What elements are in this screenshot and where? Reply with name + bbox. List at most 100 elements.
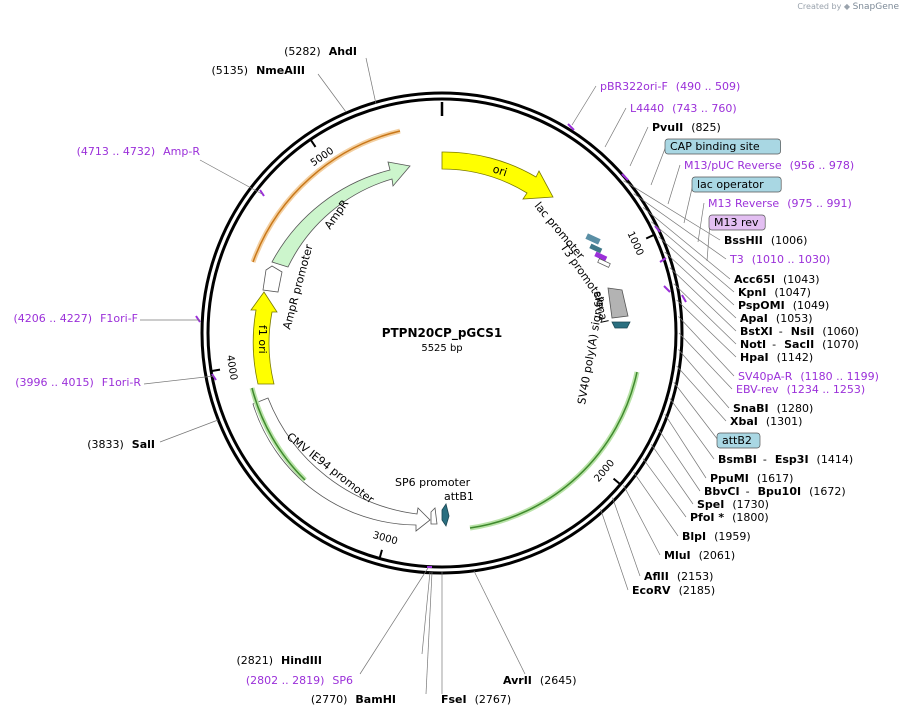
leader-line <box>651 221 735 293</box>
site-label-part: MluI <box>664 549 691 562</box>
site-label-text: (3996 .. 4015)F1ori-R <box>15 376 141 389</box>
site-label: (2802 .. 2819)SP6 <box>246 674 353 687</box>
leader-line <box>658 429 701 492</box>
site-label-part: T3 <box>729 253 744 266</box>
site-label: BsmBI-Esp3I(1414) <box>718 453 853 466</box>
site-label-part: AhdI <box>329 45 357 58</box>
site-label-part: (5135) <box>212 64 249 77</box>
site-label-text: SpeI(1730) <box>697 498 769 511</box>
site-label-part: SpeI <box>697 498 724 511</box>
site-label: (5282)AhdI <box>284 45 357 58</box>
site-label: (4206 .. 4227) F1ori-F <box>14 312 139 325</box>
site-label-part: FseI <box>441 693 467 706</box>
site-label: BlpI (1959) <box>682 530 751 543</box>
site-label-part: (1049) <box>793 299 830 312</box>
site-label: pBR322ori-F(490 .. 509) <box>600 80 740 93</box>
site-label-text: NotI-SacII(1070) <box>740 338 859 351</box>
site-label-part: F1ori-F <box>100 312 138 325</box>
site-label: (3996 .. 4015)F1ori-R <box>15 376 141 389</box>
leader-line <box>633 472 679 537</box>
tick-mark <box>612 477 622 486</box>
site-label-part: (1301) <box>766 415 803 428</box>
site-label-part: BstXI <box>740 325 773 338</box>
site-label-text: pBR322ori-F(490 .. 509) <box>600 80 740 93</box>
t3-mark <box>594 251 608 262</box>
site-label-part: (2185) <box>679 584 716 597</box>
site-labels: BssHII(1006)T3(1010 .. 1030)Acc65I(1043)… <box>14 45 879 706</box>
site-label-part: - <box>763 453 767 466</box>
site-label: L4440 (743 .. 760) <box>630 102 737 115</box>
f1-ori-arrow <box>250 291 278 385</box>
site-label-part: (1234 .. 1253) <box>787 383 866 396</box>
leader-line <box>678 332 733 390</box>
site-label-text: SnaBI (1280) <box>733 402 813 415</box>
site-label-part: L4440 <box>630 102 664 115</box>
site-label-text: PvuII(825) <box>652 121 721 134</box>
leader-line <box>359 567 429 675</box>
site-label-text: M13 Reverse(975 .. 991) <box>708 197 852 210</box>
credit-prefix: Created by <box>797 2 842 11</box>
site-label-part: EBV-rev <box>736 383 779 396</box>
site-label-part: (1800) <box>732 511 769 524</box>
sp6-promoter-mark <box>430 507 438 525</box>
site-label-part: NmeAIII <box>256 64 305 77</box>
site-label-part: (2061) <box>699 549 736 562</box>
site-label-part: SacII <box>784 338 814 351</box>
site-label: attB2 <box>716 432 761 449</box>
tick-label: 2000 <box>592 458 617 485</box>
credit-brand: SnapGene <box>852 2 899 12</box>
site-label-part: (743 .. 760) <box>672 102 737 115</box>
site-label-part: Esp3I <box>775 453 809 466</box>
site-label-text: attB2 <box>722 434 752 447</box>
site-label: BbvCI-Bpu10I(1672) <box>704 485 846 498</box>
green-bracket-right-line <box>469 371 638 529</box>
site-label: XbaI(1301) <box>730 415 802 428</box>
site-label-part: lac operator <box>697 178 764 191</box>
lac-promoter-label: lac promoter <box>532 200 588 263</box>
site-label-text: EBV-rev (1234 .. 1253) <box>736 383 865 396</box>
site-label-part: NsiI <box>791 325 815 338</box>
site-label: NotI-SacII(1070) <box>740 338 859 351</box>
leader-line <box>199 159 263 195</box>
site-label-text: HpaI(1142) <box>740 351 813 364</box>
site-label-part: (1142) <box>777 351 814 364</box>
site-label-part: (1959) <box>714 530 751 543</box>
site-label-part: (3833) <box>87 438 124 451</box>
leader-line <box>425 571 433 695</box>
site-label-text: T3(1010 .. 1030) <box>729 253 830 266</box>
lac-operator-mark <box>597 258 611 268</box>
leader-line <box>623 485 661 556</box>
attb1-mark <box>441 503 450 527</box>
site-label-part: (1043) <box>783 273 820 286</box>
site-label: Acc65I(1043) <box>734 273 820 286</box>
plasmid-name: PTPN20CP_pGCS1 <box>382 326 503 341</box>
site-label-part: SnaBI <box>733 402 769 415</box>
site-label: SV40pA-R(1180 .. 1199) <box>738 370 879 383</box>
tick-label: 3000 <box>371 530 398 547</box>
attb1-label: attB1 <box>444 490 474 503</box>
site-label-text: BbvCI-Bpu10I(1672) <box>704 485 846 498</box>
site-label-part: BlpI <box>682 530 706 543</box>
leader-line <box>642 458 687 518</box>
site-label-part: NotI <box>740 338 766 351</box>
leader-line <box>658 236 735 306</box>
site-label-part: BssHII <box>724 234 763 247</box>
sp6-promoter-label: SP6 promoter <box>395 476 471 489</box>
site-label-text: lac operator <box>697 178 764 191</box>
site-label-part: (1280) <box>777 402 814 415</box>
tick-mark <box>210 368 221 373</box>
site-label-part: BsmBI <box>718 453 757 466</box>
tick-mark <box>378 549 383 559</box>
tick-label: 1000 <box>625 230 646 258</box>
site-label-part: (1180 .. 1199) <box>800 370 879 383</box>
leader-line <box>600 509 629 591</box>
site-label-part: BamHI <box>355 693 396 706</box>
leader-line <box>612 497 641 577</box>
site-label: AflII(2153) <box>644 570 713 583</box>
leader-line <box>159 419 219 443</box>
site-label: (5135) NmeAIII <box>212 64 306 77</box>
site-label-part: (2770) <box>311 693 348 706</box>
leader-line <box>678 316 735 377</box>
site-label-part: ApaI <box>740 312 768 325</box>
site-label-part: (4206 .. 4227) <box>14 312 93 325</box>
